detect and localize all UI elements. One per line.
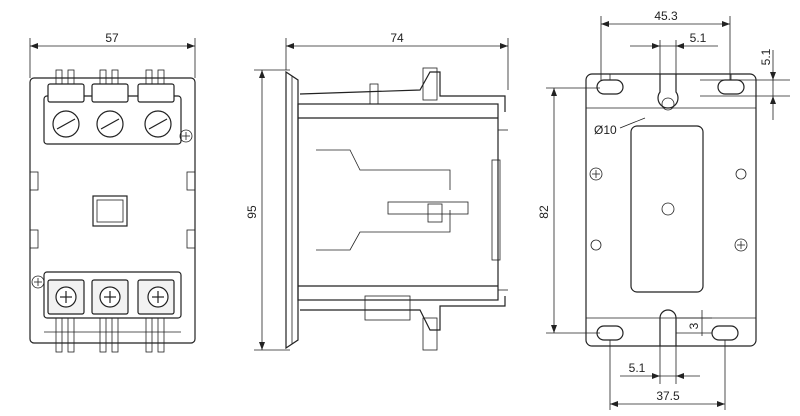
center-window bbox=[92, 195, 128, 227]
slot-depth-top-dimension: 5.1 bbox=[700, 48, 790, 120]
bottom-slot bbox=[659, 309, 677, 346]
side-depth-label: 74 bbox=[390, 31, 404, 45]
bottom-terminal-block bbox=[31, 271, 182, 353]
side-height-dimension: 95 bbox=[245, 69, 290, 351]
side-body bbox=[297, 103, 499, 301]
mounting-slot bbox=[596, 325, 624, 341]
hole-spacing-top-label: 45.3 bbox=[654, 9, 678, 23]
slot-depth-bottom-dimension: 3 bbox=[676, 310, 712, 336]
back-plate bbox=[585, 73, 757, 347]
slot-width-bottom-dimension: 5.1 bbox=[620, 346, 700, 384]
front-body bbox=[29, 77, 196, 344]
back-height-dimension: 82 bbox=[537, 87, 600, 334]
back-height-label: 82 bbox=[537, 205, 551, 219]
slot-depth-bottom-label: 3 bbox=[687, 322, 701, 329]
mounting-slot bbox=[596, 79, 624, 95]
slot-width-top-label: 5.1 bbox=[690, 31, 707, 45]
mounting-plate bbox=[285, 70, 299, 350]
back-view: 45.3 5.1 5.1 82 bbox=[537, 9, 790, 410]
side-depth-dimension: 74 bbox=[285, 31, 509, 90]
side-height-label: 95 bbox=[245, 205, 259, 219]
slot-width-bottom-label: 5.1 bbox=[629, 361, 646, 375]
back-window bbox=[630, 125, 704, 293]
hole-spacing-bottom-dimension: 37.5 bbox=[609, 340, 726, 410]
hole-spacing-bottom-label: 37.5 bbox=[656, 389, 680, 403]
mounting-slot bbox=[717, 79, 745, 95]
front-width-dimension: 57 bbox=[29, 31, 196, 78]
hole-diameter-label: Ø10 bbox=[594, 123, 617, 137]
slot-depth-top-label: 5.1 bbox=[759, 48, 773, 65]
top-terminal-block bbox=[43, 69, 193, 145]
mounting-slot bbox=[711, 325, 739, 341]
side-view: 74 95 bbox=[245, 31, 509, 351]
hole-spacing-top-dimension: 45.3 bbox=[600, 9, 731, 80]
front-width-label: 57 bbox=[105, 31, 119, 45]
front-view: 57 bbox=[29, 31, 196, 353]
slot-width-top-dimension: 5.1 bbox=[630, 31, 718, 80]
keyhole: Ø10 bbox=[594, 74, 679, 137]
